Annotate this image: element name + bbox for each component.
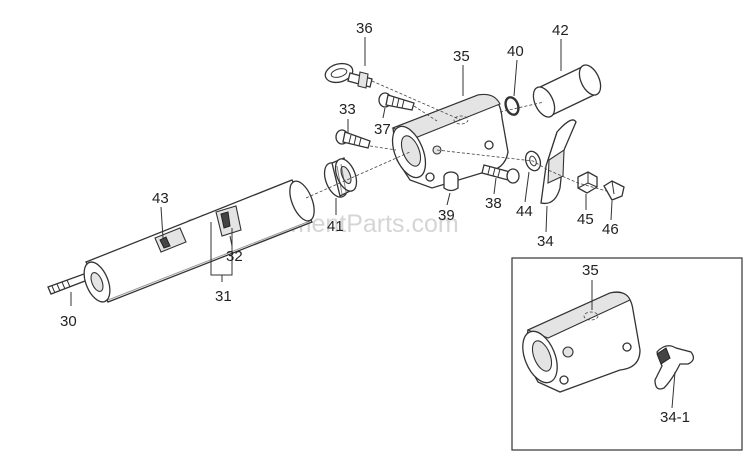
- label-part-39: 39: [438, 207, 455, 224]
- label-part-35: 35: [453, 48, 470, 65]
- label-part-44: 44: [516, 203, 533, 220]
- part-36-eyebolt: [324, 62, 373, 89]
- part-31-tube: [83, 179, 315, 303]
- assembly-lines: [305, 80, 611, 199]
- part-45-nut: [577, 171, 598, 194]
- part-38-screw: [481, 164, 520, 184]
- part-43-label: [154, 227, 187, 253]
- label-part-45: 45: [577, 211, 594, 228]
- label-part-34: 34: [537, 233, 554, 250]
- label-part-32: 32: [226, 248, 243, 265]
- label-part-43: 43: [152, 190, 169, 207]
- part-39-setscrew: [443, 171, 459, 192]
- part-35-housing: [391, 93, 509, 189]
- part-34-wing-knob: [540, 119, 577, 205]
- label-part-41: 41: [327, 218, 344, 235]
- label-part-30: 30: [60, 313, 77, 330]
- label-part-37: 37: [374, 121, 391, 138]
- inset-part-34-1-knob: [654, 345, 695, 409]
- part-37-screw: [378, 92, 415, 111]
- part-41-bearing: [323, 157, 358, 198]
- part-40-circlip: [504, 96, 520, 116]
- label-part-34-1: 34-1: [660, 409, 690, 426]
- part-46-cap-nut: [603, 180, 625, 201]
- label-part-36: 36: [356, 20, 373, 37]
- label-part-40: 40: [507, 43, 524, 60]
- part-32-clip: [215, 205, 242, 237]
- label-part-35-inset: 35: [582, 262, 599, 279]
- inset-detail-box: [511, 257, 743, 451]
- label-part-38: 38: [485, 195, 502, 212]
- label-part-42: 42: [552, 22, 569, 39]
- label-part-33: 33: [339, 101, 356, 118]
- inset-frame: [511, 257, 743, 451]
- part-33-screw: [335, 129, 371, 149]
- label-part-31: 31: [215, 288, 232, 305]
- part-42-sleeve: [532, 64, 602, 118]
- part-labels: 30 31 32 33 34 34-1 35 35 36 37 38 39 40…: [60, 20, 690, 426]
- leader-lines: [70, 37, 613, 306]
- inset-part-35-housing: [522, 280, 641, 393]
- label-part-46: 46: [602, 221, 619, 238]
